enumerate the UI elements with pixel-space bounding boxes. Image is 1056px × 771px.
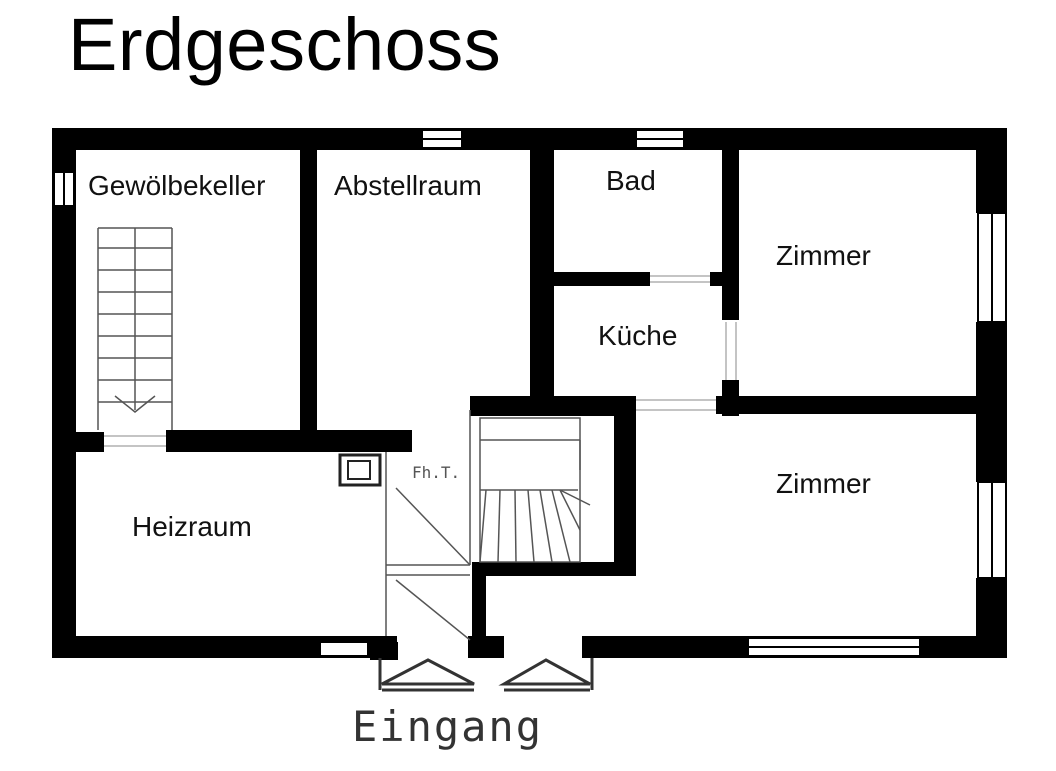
- wall-right-1: [976, 128, 1007, 213]
- walls: [52, 128, 1007, 660]
- room-label-gewoelbekeller: Gewölbekeller: [88, 170, 266, 201]
- wall-bad-kueche-a: [554, 272, 650, 286]
- windows: [53, 129, 1007, 657]
- wall-left: [52, 128, 76, 658]
- window-bottom-small: [319, 641, 369, 657]
- stairs-main: [479, 417, 591, 563]
- entrance-doors: [378, 658, 594, 692]
- room-label-abstellraum: Abstellraum: [334, 170, 482, 201]
- wall-zimmer-divider: [716, 396, 1007, 414]
- sketch-details: [97, 227, 737, 692]
- door-openings: [104, 275, 737, 447]
- wall-stair-right: [614, 396, 636, 572]
- wall-keller-abstell: [300, 150, 317, 432]
- wall-abstell-bad: [530, 150, 554, 398]
- wall-stair-left: [472, 562, 486, 658]
- chimney: [338, 453, 382, 487]
- stairs-annotation: Fh.T.: [412, 463, 460, 482]
- wall-stair-bottom: [472, 562, 636, 576]
- room-label-zimmer-top: Zimmer: [776, 240, 871, 271]
- wall-keller-heiz-a: [76, 432, 104, 452]
- wall-top: [52, 128, 1007, 150]
- hall-doors: [385, 410, 471, 641]
- wall-bad-zimmer: [722, 150, 739, 320]
- room-label-zimmer-bottom: Zimmer: [776, 468, 871, 499]
- wall-bad-kueche-b: [710, 272, 739, 286]
- room-label-kueche: Küche: [598, 320, 678, 351]
- pillar-entrance-left: [370, 642, 398, 660]
- wall-bottom-left: [52, 636, 397, 658]
- entrance-label: Eingang: [352, 702, 544, 751]
- stairs-keller: [97, 227, 173, 430]
- plan-title: Erdgeschoss: [68, 3, 502, 86]
- wall-abstell-bottom: [470, 396, 636, 416]
- room-label-heizraum: Heizraum: [132, 511, 252, 542]
- wall-right-3: [976, 578, 1007, 658]
- room-label-bad: Bad: [606, 165, 656, 196]
- wall-keller-heiz-b: [166, 430, 412, 452]
